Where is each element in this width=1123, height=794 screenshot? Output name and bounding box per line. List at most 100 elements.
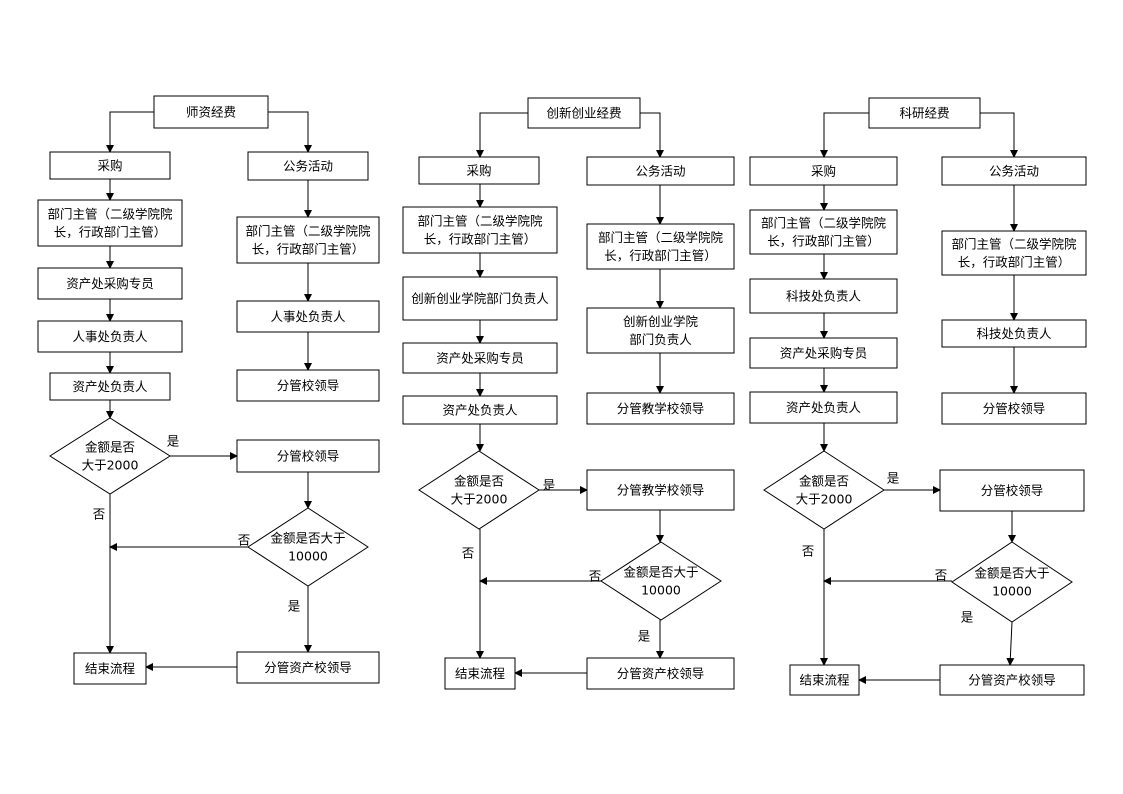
process-box [236,300,380,333]
node-c-g4: 分管校领导 [941,392,1087,425]
process-box [37,199,183,247]
node-label: 创新创业经费 [546,106,621,121]
flow-nodes: 师资经费采购部门主管（二级学院院长，行政部门主管）资产处采购专员人事处负责人资产… [37,95,1087,696]
process-box [586,657,735,690]
node-label: 资产处采购专员 [780,346,868,361]
node-c-fin: 分管资产校领导 [939,664,1085,696]
node-label: 分管教学校领导 [617,483,705,498]
node-b-p1: 采购 [418,156,540,185]
node-b-r1: 分管教学校领导 [586,469,735,511]
node-label: 创新创业学院 [623,314,699,329]
node-label: 分管教学校领导 [617,401,705,416]
edge-label-c-no1: 否 [802,544,815,559]
node-label: 大于2000 [796,492,853,507]
process-box [941,392,1087,425]
node-a-r1: 分管校领导 [236,439,380,473]
node-b-p3: 创新创业学院部门负责人 [402,276,558,321]
node-label: 金额是否大于 [270,531,345,546]
node-label: 结束流程 [85,661,136,676]
node-label: 大于2000 [451,492,508,507]
process-box [49,151,171,180]
process-box [37,320,183,353]
node-label: 师资经费 [186,105,236,120]
process-box [749,278,898,314]
node-c-title: 科研经费 [868,97,981,129]
process-box [402,276,558,321]
edge-label-b-no2: 否 [589,569,602,584]
process-box [586,156,735,186]
process-box [941,319,1087,348]
process-box [236,369,380,402]
process-box [402,206,558,254]
node-label: 金额是否大于 [974,566,1049,581]
process-box [236,216,380,264]
node-b-title: 创新创业经费 [527,97,641,129]
edge-label-c-yes1: 是 [887,471,900,486]
process-box [236,439,380,473]
node-label: 创新创业学院部门负责人 [411,291,549,306]
node-label: 分管校领导 [277,378,340,393]
node-label: 部门主管（二级学院院 [761,216,887,231]
process-box [247,151,369,181]
edge-label-b-yes2: 是 [638,629,651,644]
flow-arrow-c-9 [1006,621,1015,666]
node-label: 金额是否大于 [623,565,698,580]
node-a-g4: 分管校领导 [236,369,380,402]
node-label: 金额是否 [454,474,504,489]
edge-label-c-yes2: 是 [961,610,974,625]
process-box [939,664,1085,696]
process-box [939,469,1085,512]
node-label: 长，行政部门主管） [424,232,537,247]
node-label: 分管校领导 [277,449,340,464]
process-box [749,156,898,186]
process-box [586,469,735,511]
process-box [527,97,641,129]
node-a-end: 结束流程 [73,652,147,685]
node-label: 10000 [288,549,328,564]
node-b-g1: 公务活动 [586,156,735,186]
node-b-g4: 分管教学校领导 [586,392,735,425]
node-label: 分管资产校领导 [617,666,705,681]
edge-label-a-no1: 否 [93,507,106,522]
process-box [418,156,540,185]
node-label: 资产处负责人 [72,379,148,394]
node-label: 资产处采购专员 [436,351,524,366]
node-c-g1: 公务活动 [941,156,1087,186]
node-label: 采购 [466,163,491,178]
process-box [586,307,735,354]
node-c-p1: 采购 [749,156,898,186]
process-box [868,97,981,129]
node-b-d2: 金额是否大于 10000 [600,541,722,621]
decision-shape [763,450,885,530]
decision-shape [600,541,722,621]
process-box [749,209,898,255]
node-label: 分管资产校领导 [264,660,352,675]
process-box [37,267,183,300]
process-box [49,372,171,401]
flow-arrow-c-1 [980,112,1018,158]
node-label: 分管校领导 [981,483,1044,498]
node-label: 采购 [811,164,836,179]
process-box [586,223,735,270]
node-a-p4: 人事处负责人 [37,320,183,353]
node-b-fin: 分管资产校领导 [586,657,735,690]
node-label: 采购 [97,158,122,173]
decision-shape [418,450,540,530]
node-c-p3: 科技处负责人 [749,278,898,314]
flow-arrow-a-1 [268,111,312,153]
process-box [749,391,898,424]
node-label: 长，行政部门主管） [958,255,1071,270]
node-b-p5: 资产处负责人 [402,395,558,425]
process-box [402,342,558,374]
node-c-p4: 资产处采购专员 [749,337,898,369]
node-label: 资产处负责人 [786,400,862,415]
node-label: 10000 [641,583,681,598]
